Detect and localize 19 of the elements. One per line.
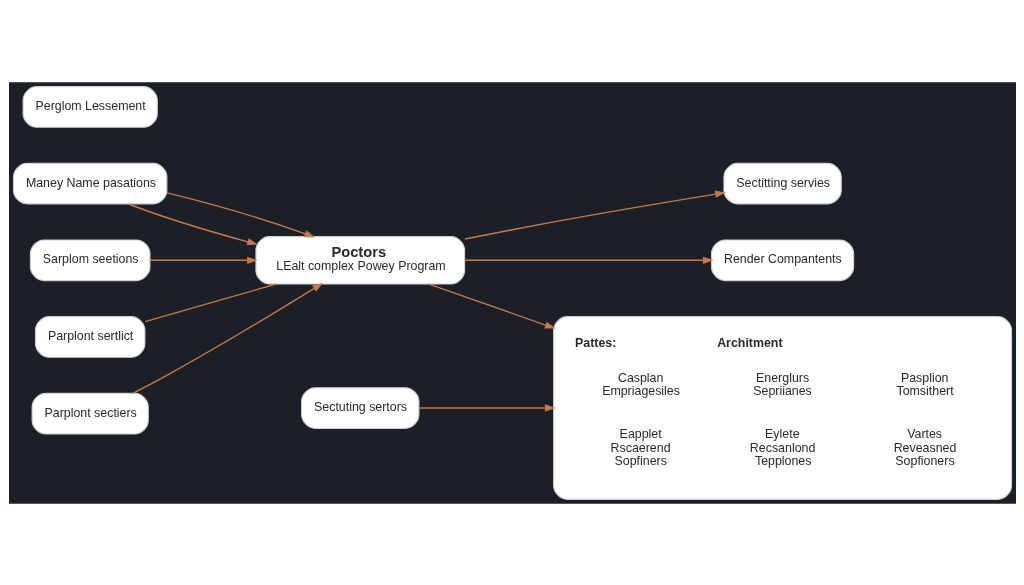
- node-box: Poctors LEalt complex Powey Program: [254, 235, 465, 285]
- node-box: Sectitting servies: [722, 162, 842, 204]
- arrow: [131, 282, 323, 394]
- node-box: Parplont sertlict: [34, 315, 145, 358]
- node-box: Parplont sectiers: [31, 392, 149, 435]
- arrow: [427, 282, 556, 329]
- arrow: [148, 256, 258, 264]
- arrow: [417, 403, 556, 412]
- node-box: Pattes: Architment Casplan Empriagesiles Energlurs Sepriianes Pasplion Tomsithert Eapplet Rscaerend Sopfiners Eylete Recsanlond Tepplones Vartes Reveasned Sopfioners: [552, 315, 1012, 500]
- arrow: [463, 190, 726, 240]
- arrow: [127, 202, 258, 245]
- node-box: Maney Name pasations: [12, 162, 167, 204]
- arrow: [165, 191, 315, 237]
- node-box: Perglom Lessement: [22, 85, 158, 128]
- node-box: Sectuting sertors: [300, 386, 419, 429]
- connector: [144, 282, 277, 322]
- arrow: [463, 256, 714, 264]
- node-box: Sarplom seetions: [29, 238, 151, 281]
- node-box: Render Compantents: [710, 238, 854, 281]
